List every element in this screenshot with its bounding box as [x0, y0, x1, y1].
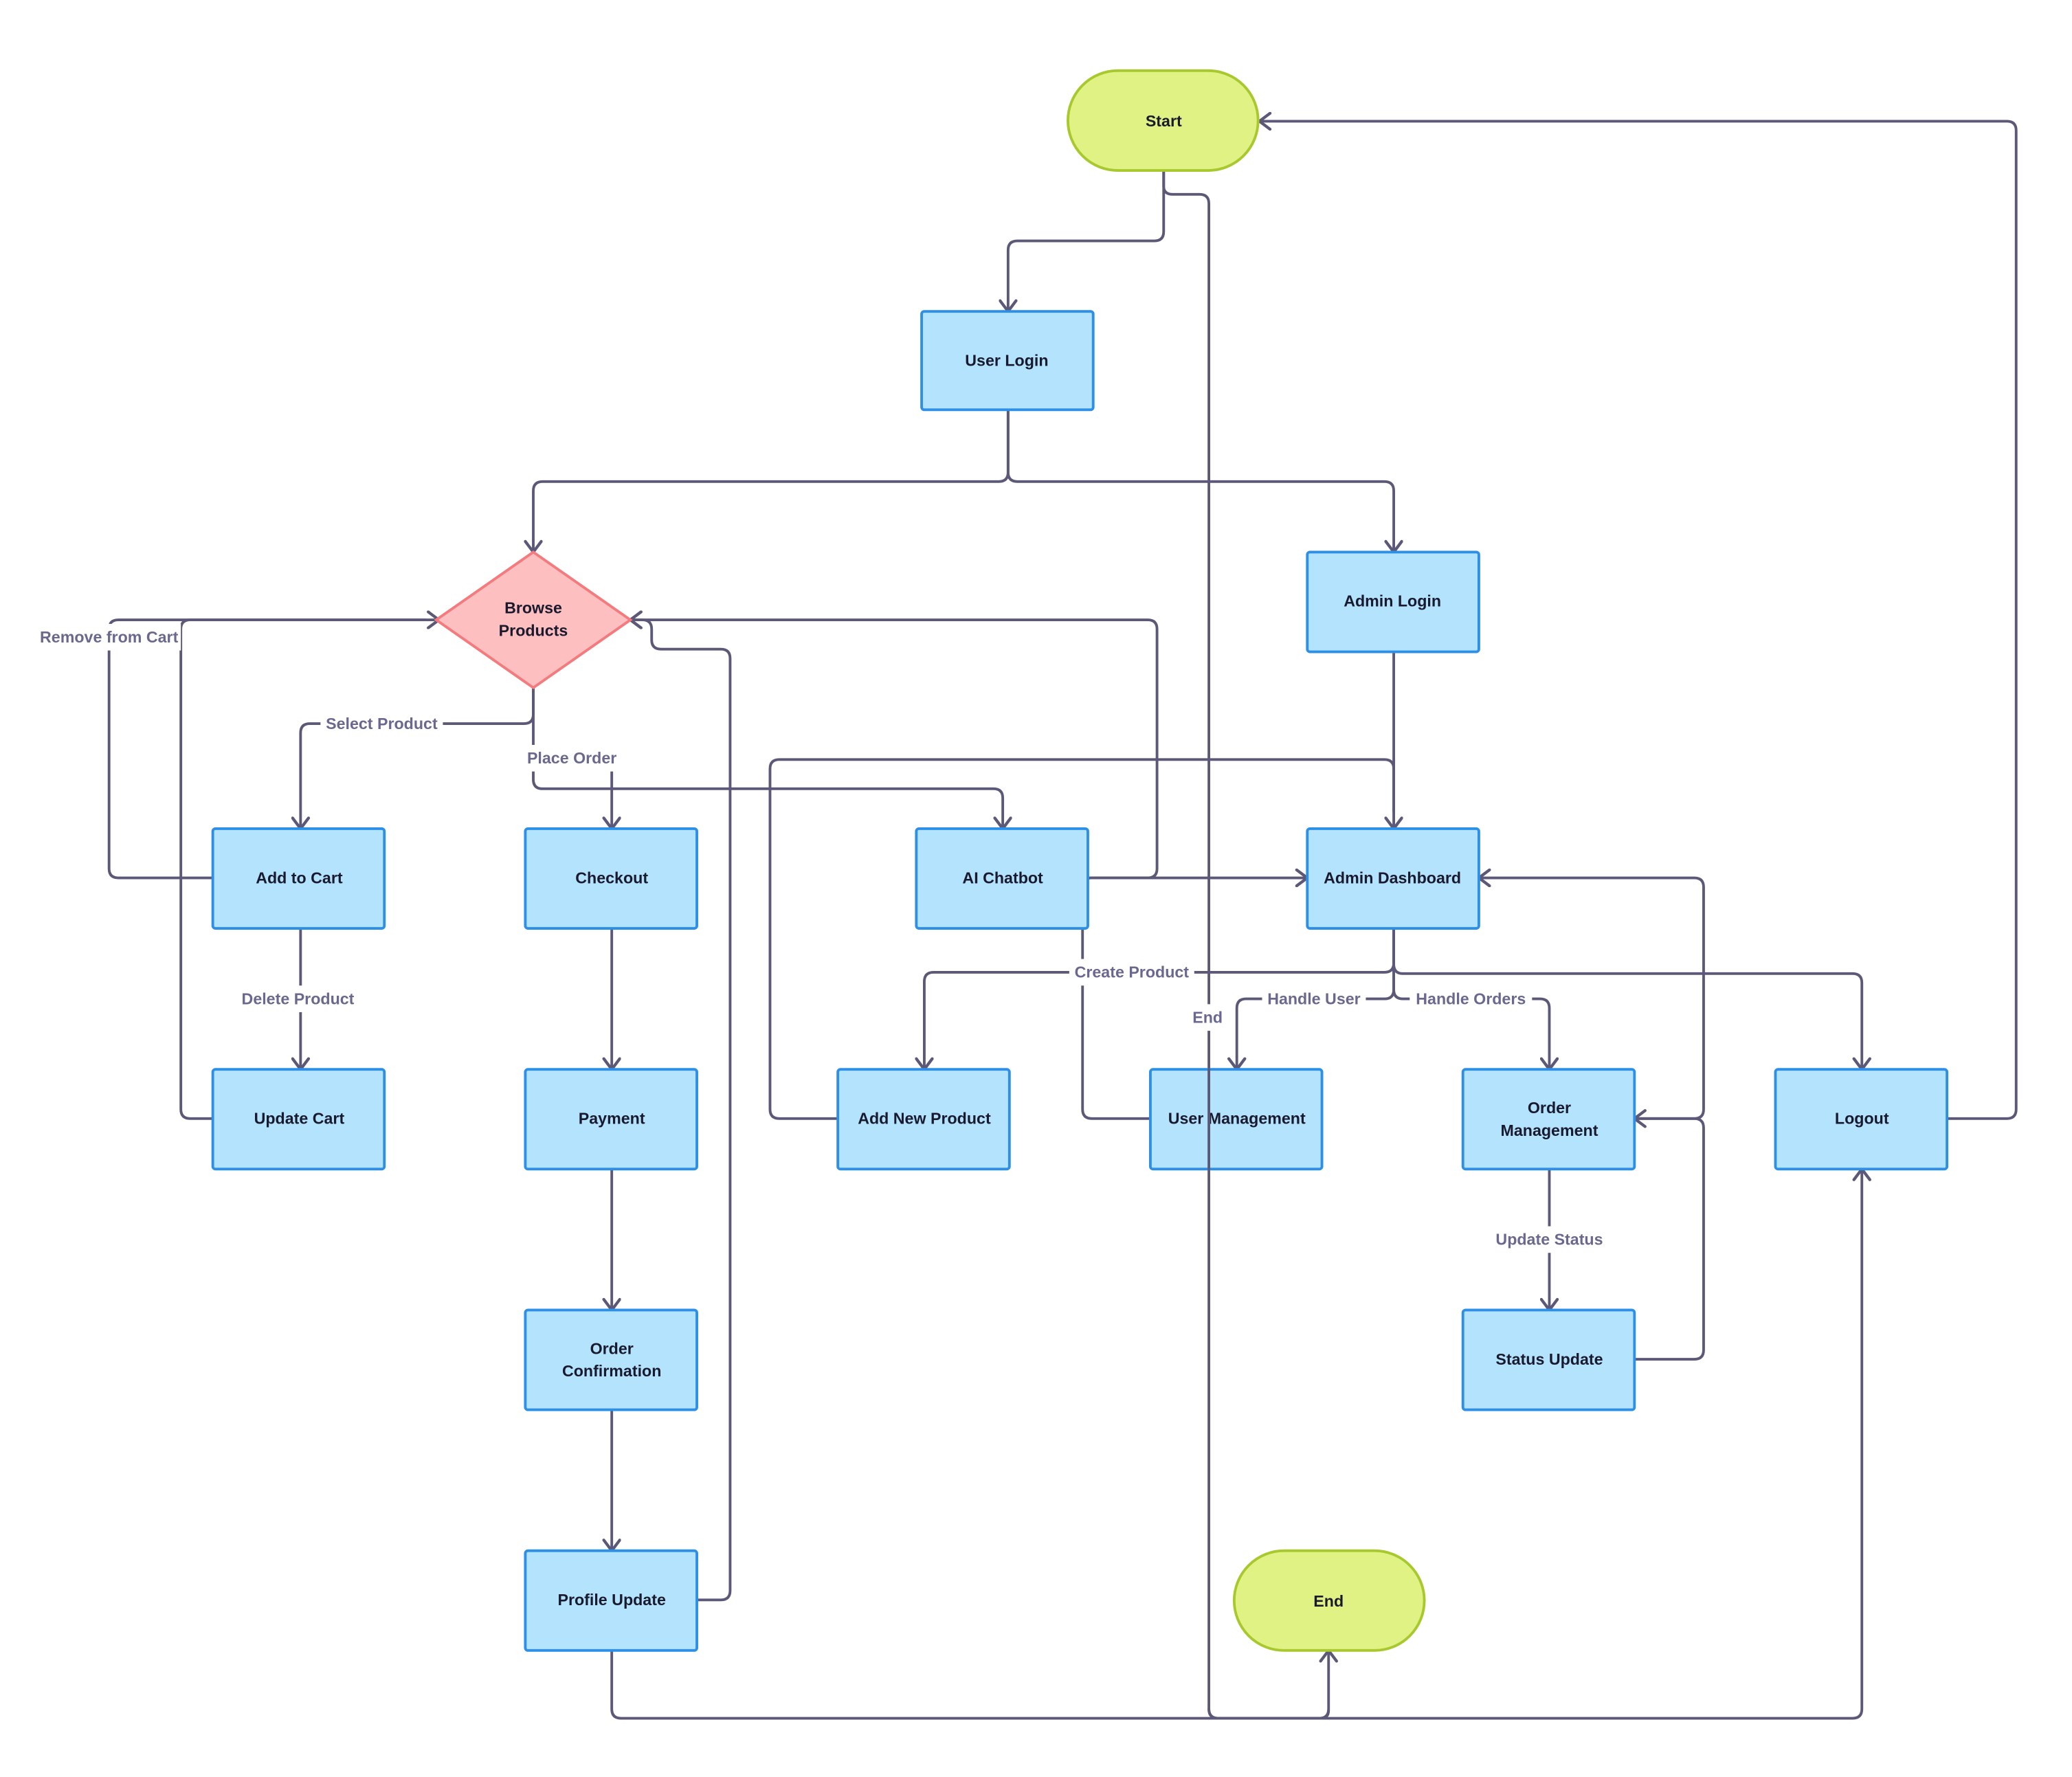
svg-text:AI Chatbot: AI Chatbot	[962, 869, 1043, 886]
edge-label-update-status: Update Status	[1488, 1226, 1611, 1253]
edge-profile-update-to-browse	[630, 620, 732, 1602]
edge-profile-update-to-end	[610, 1651, 1328, 1720]
svg-text:Admin Dashboard: Admin Dashboard	[1324, 869, 1461, 886]
svg-text:Place Order: Place Order	[527, 749, 616, 767]
svg-text:Remove from Cart: Remove from Cart	[40, 628, 179, 646]
svg-text:Admin Login: Admin Login	[1344, 592, 1441, 610]
node-update-cart[interactable]: Update Cart	[211, 1068, 386, 1171]
node-end[interactable]: End	[1232, 1549, 1426, 1652]
svg-text:Create Product: Create Product	[1075, 963, 1190, 981]
edge-user-login-to-admin-login	[1006, 408, 1394, 552]
edge-label-end: End	[1188, 1004, 1228, 1031]
edge-label-delete-product: Delete Product	[235, 985, 361, 1012]
svg-text:Select Product: Select Product	[326, 715, 438, 733]
edge-end-line-to-logout	[1207, 1169, 1862, 1720]
svg-text:Handle Orders: Handle Orders	[1416, 990, 1526, 1007]
svg-text:Order: Order	[590, 1339, 634, 1357]
node-add-to-cart[interactable]: Add to Cart	[211, 827, 386, 930]
node-add-new-product[interactable]: Add New Product	[836, 1068, 1011, 1171]
svg-text:Add New Product: Add New Product	[858, 1110, 991, 1128]
edge-label-create-product: Create Product	[1069, 959, 1194, 986]
svg-text:Checkout: Checkout	[575, 869, 648, 886]
node-start[interactable]: Start	[1067, 69, 1260, 172]
node-order-confirmation[interactable]: Order Confirmation	[524, 1308, 698, 1411]
edge-add-to-cart-to-browse	[107, 620, 439, 880]
svg-text:Logout: Logout	[1835, 1110, 1889, 1128]
node-user-management[interactable]: User Management	[1148, 1068, 1324, 1171]
nodes: Start End Browse Products User Login Adm…	[211, 69, 1949, 1652]
edge-logout-to-start	[1260, 121, 2018, 1120]
edge-add-new-product-to-dashboard	[768, 758, 1395, 1120]
svg-text:Start: Start	[1146, 112, 1182, 130]
svg-text:User Login: User Login	[965, 351, 1048, 369]
edge-browse-to-ai-chatbot	[532, 686, 1003, 829]
node-admin-login[interactable]: Admin Login	[1306, 550, 1480, 653]
edge-status-update-to-order-management	[1634, 1119, 1705, 1361]
svg-text:Handle User: Handle User	[1267, 990, 1361, 1007]
svg-text:Order: Order	[1528, 1099, 1571, 1117]
edge-start-to-end	[1162, 169, 1330, 1720]
svg-text:Status Update: Status Update	[1495, 1350, 1603, 1368]
svg-text:Delete Product: Delete Product	[242, 990, 355, 1007]
svg-text:User Management: User Management	[1168, 1110, 1306, 1128]
node-browse-products[interactable]: Browse Products	[434, 550, 633, 690]
node-logout[interactable]: Logout	[1774, 1068, 1949, 1171]
svg-text:Add to Cart: Add to Cart	[256, 869, 343, 886]
svg-text:Update Status: Update Status	[1495, 1231, 1603, 1249]
svg-text:End: End	[1313, 1592, 1344, 1610]
edge-label-place-order: Place Order	[522, 745, 621, 772]
edge-update-cart-to-browse	[179, 618, 427, 1120]
edge-labels: Remove from Cart Select Product Place Or…	[34, 623, 1611, 1253]
node-order-management[interactable]: Order Management	[1461, 1068, 1636, 1171]
node-admin-dashboard[interactable]: Admin Dashboard	[1306, 827, 1480, 930]
edge-user-login-to-browse	[533, 408, 1010, 552]
svg-text:Products: Products	[499, 621, 568, 639]
svg-text:Update Cart: Update Cart	[254, 1110, 345, 1128]
svg-text:Profile Update: Profile Update	[557, 1591, 665, 1609]
node-checkout[interactable]: Checkout	[524, 827, 698, 930]
node-profile-update[interactable]: Profile Update	[524, 1549, 698, 1652]
node-status-update[interactable]: Status Update	[1461, 1308, 1636, 1411]
svg-text:End: End	[1192, 1008, 1223, 1026]
svg-text:Browse: Browse	[504, 599, 562, 616]
svg-text:Management: Management	[1501, 1121, 1598, 1139]
edges	[107, 121, 2018, 1720]
edge-label-handle-user: Handle User	[1262, 985, 1366, 1012]
edge-start-to-user-login	[1008, 169, 1166, 311]
edge-label-select-product: Select Product	[320, 710, 443, 737]
node-user-login[interactable]: User Login	[920, 310, 1095, 412]
svg-text:Confirmation: Confirmation	[562, 1362, 661, 1380]
edge-dashboard-to-logout	[1392, 927, 1862, 1069]
node-payment[interactable]: Payment	[524, 1068, 698, 1171]
edge-label-remove-from-cart: Remove from Cart	[34, 623, 181, 651]
edge-label-handle-orders: Handle Orders	[1410, 985, 1533, 1012]
edge-browse-to-add-to-cart	[300, 686, 535, 829]
svg-text:Payment: Payment	[579, 1110, 645, 1128]
node-ai-chatbot[interactable]: AI Chatbot	[915, 827, 1089, 930]
